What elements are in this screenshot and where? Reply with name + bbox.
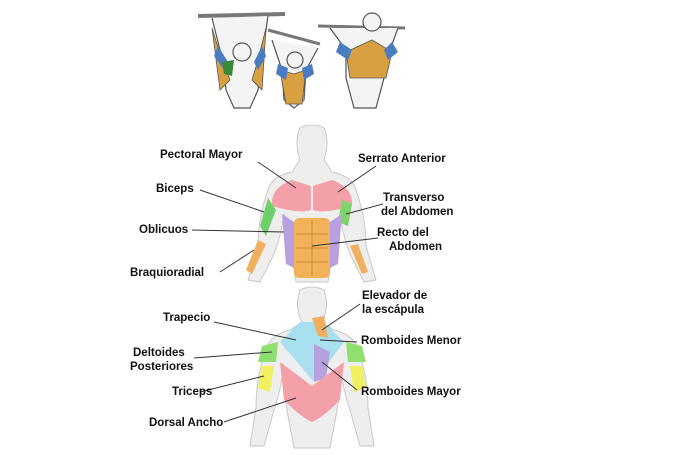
oblique-right	[330, 214, 342, 268]
label-romboides-mayor: Romboides Mayor	[361, 386, 461, 398]
forearm-left	[246, 240, 266, 274]
label-transverso-1: Transverso	[383, 192, 445, 204]
label-elevador-2: la escápula	[362, 304, 425, 316]
pullup-figure-3	[329, 12, 399, 109]
dorsal-ancho	[280, 362, 344, 422]
label-triceps: Triceps	[172, 386, 213, 398]
pullup-bar-3	[317, 24, 406, 30]
forearm-right	[350, 244, 368, 274]
label-trapecio: Trapecio	[163, 312, 211, 324]
label-deltoides-1: Deltoides	[133, 347, 185, 359]
label-transverso-2: del Abdomen	[381, 206, 454, 218]
elevador-escapula	[312, 316, 328, 338]
romboides-right	[314, 344, 330, 382]
label-oblicuos: Oblicuos	[139, 224, 189, 236]
label-deltoides-2: Posteriores	[130, 361, 194, 373]
label-recto-2: Abdomen	[389, 241, 443, 253]
label-dorsal-ancho: Dorsal Ancho	[149, 417, 224, 429]
trapezius	[280, 322, 344, 382]
label-braquioradial: Braquioradial	[130, 267, 205, 279]
label-elevador-1: Elevador de	[362, 290, 428, 302]
pullup-bar-2	[267, 28, 321, 46]
triceps-left	[258, 366, 274, 392]
oblique-left	[282, 214, 294, 268]
deltoid-right	[346, 342, 366, 362]
pullup-bar-1	[197, 12, 286, 18]
label-serrato-anterior: Serrato Anterior	[358, 153, 446, 165]
label-pectoral-mayor: Pectoral Mayor	[160, 149, 243, 161]
label-romboides-menor: Romboides Menor	[361, 335, 462, 347]
pectoral-left	[271, 180, 311, 212]
triceps-right	[350, 366, 366, 392]
pullup-figure-1	[211, 15, 269, 109]
pullup-figure-2	[271, 39, 319, 109]
label-biceps: Biceps	[156, 183, 194, 195]
label-recto-1: Recto del	[377, 227, 429, 239]
biceps-left	[260, 198, 276, 236]
